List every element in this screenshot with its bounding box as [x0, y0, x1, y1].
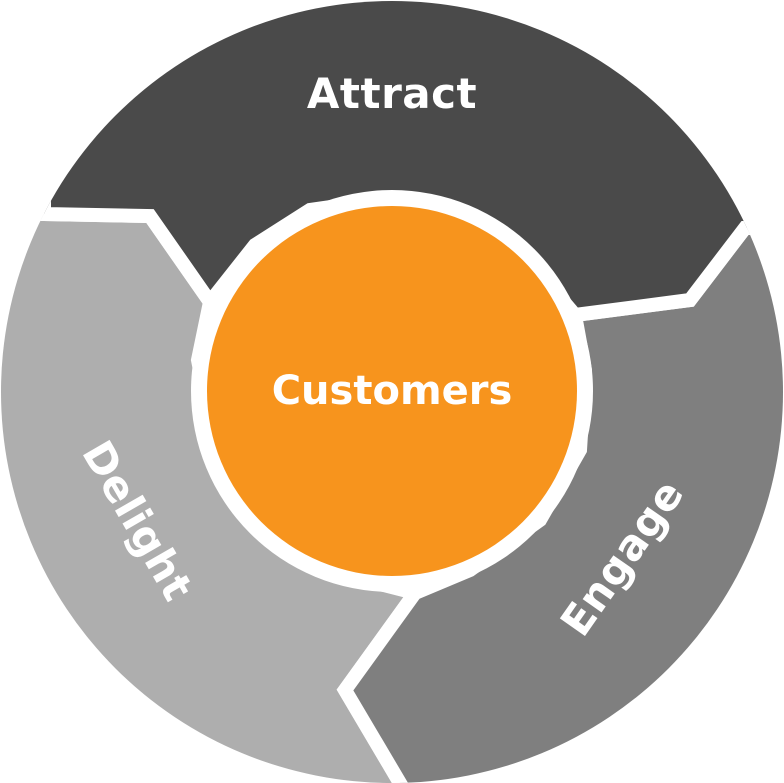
- center-label: Customers: [272, 368, 513, 414]
- segment-label-attract: Attract: [307, 69, 477, 118]
- center-circle: [207, 206, 577, 576]
